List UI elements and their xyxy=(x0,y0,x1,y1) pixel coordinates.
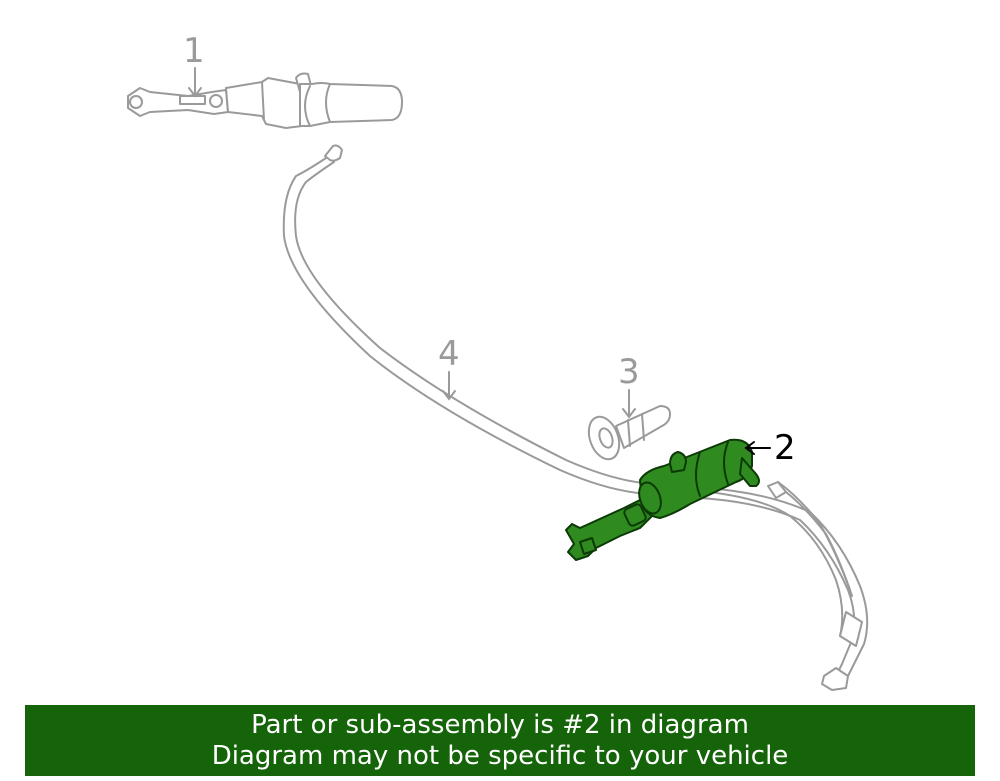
parts-diagram xyxy=(127,67,869,691)
callout-arrows xyxy=(188,67,771,455)
banner-line-2: Diagram may not be specific to your vehi… xyxy=(211,741,789,771)
callout-2-label: 2 xyxy=(774,428,796,468)
part-3-bolt xyxy=(587,405,671,461)
part-2-highlighted xyxy=(565,438,760,561)
callout-4-label: 4 xyxy=(438,334,460,374)
part-1-drawing xyxy=(127,72,403,129)
part-4-hose xyxy=(282,144,869,691)
banner-line-1: Part or sub-assembly is #2 in diagram xyxy=(251,710,749,740)
callout-3-label: 3 xyxy=(618,352,640,392)
info-banner: Part or sub-assembly is #2 in diagram Di… xyxy=(25,705,975,776)
callout-1-label: 1 xyxy=(183,31,205,71)
